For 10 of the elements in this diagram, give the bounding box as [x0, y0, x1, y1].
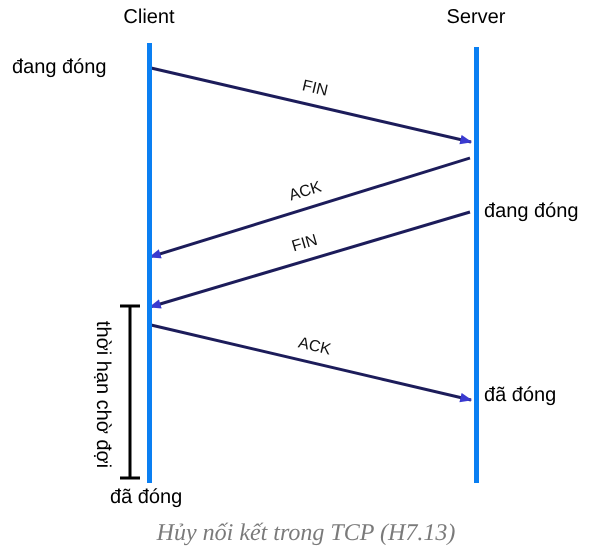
state-label: đang đóng: [484, 200, 579, 223]
caption: Hủy nối kết trong TCP (H7.13): [156, 520, 456, 546]
timer-label: thời hạn chờ đợi: [90, 320, 114, 468]
state-label: đã đóng: [484, 384, 556, 407]
participant-label: Client: [123, 6, 175, 29]
message-arrow: [150, 66, 472, 144]
state-label: đang đóng: [12, 56, 107, 79]
participant-label: Server: [446, 6, 506, 29]
state-label: đã đóng: [110, 486, 182, 509]
message-arrow: [150, 324, 472, 402]
